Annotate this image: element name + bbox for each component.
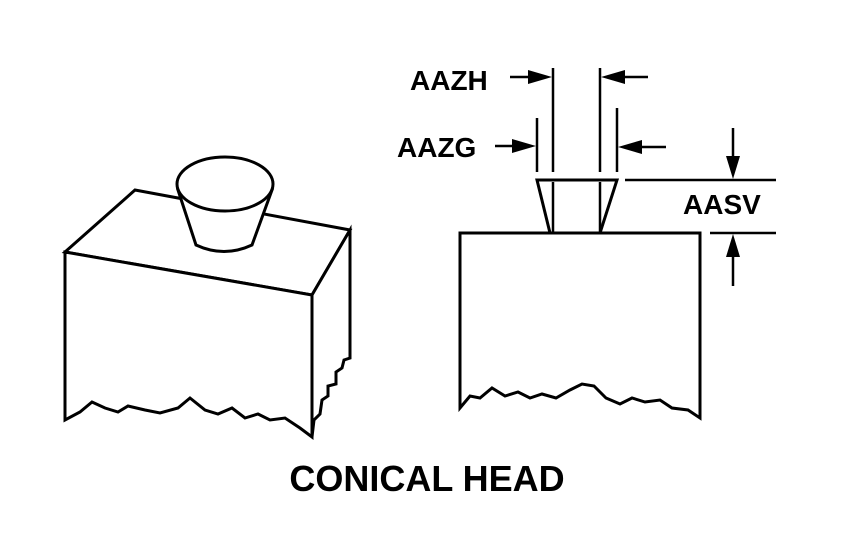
label-aazg: AAZG (397, 132, 476, 163)
cone-top-ellipse (175, 155, 275, 213)
block-front-face (63, 250, 314, 440)
aazh-arrow-left-head (528, 70, 552, 84)
isometric-block-view (61, 155, 353, 440)
aasv-arrow-bottom-head (726, 234, 740, 257)
aazg-arrow-right-head (618, 140, 642, 154)
elevation-cone (535, 178, 620, 235)
aazg-arrow-left-head (512, 139, 536, 153)
block-right-face (310, 224, 352, 438)
elevation-block (458, 231, 702, 421)
aazh-arrow-right-head (601, 70, 625, 84)
aasv-arrow-top-head (726, 156, 740, 179)
label-aasv: AASV (683, 189, 761, 220)
elevation-view (458, 68, 776, 421)
label-aazh: AAZH (410, 65, 488, 96)
diagram-title: CONICAL HEAD (289, 458, 564, 499)
dimension-arrows (495, 70, 740, 286)
